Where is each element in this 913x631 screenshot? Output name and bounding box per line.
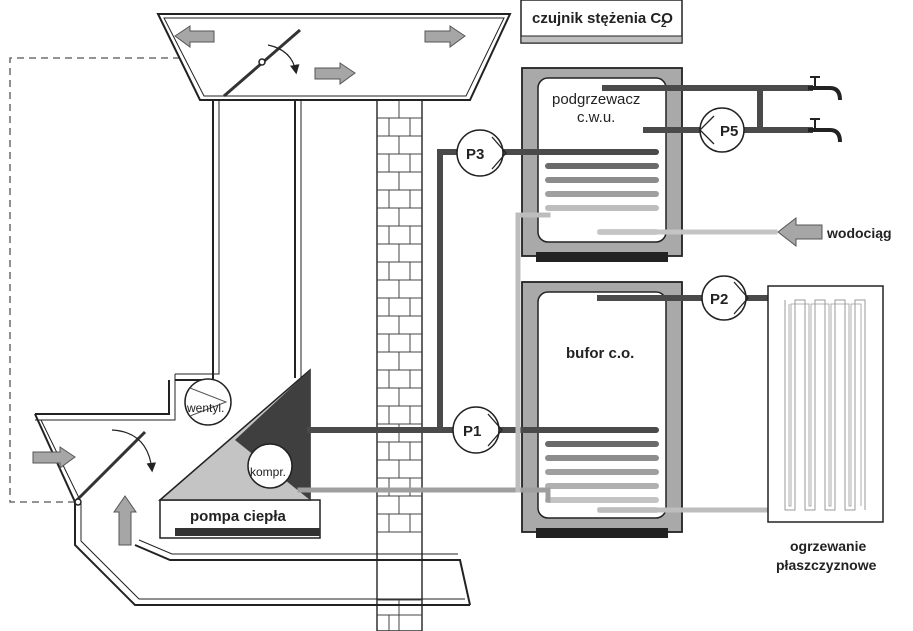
surface-heating-label-line1: ogrzewanie bbox=[790, 538, 866, 554]
co2-sensor-subscript: 2 bbox=[661, 19, 667, 30]
surface-heating-panel bbox=[767, 285, 884, 523]
buffer-tank: bufor c.o. bbox=[521, 281, 683, 538]
buffer-tank-label: bufor c.o. bbox=[566, 345, 634, 362]
tap-lower-icon bbox=[808, 128, 842, 143]
taps bbox=[808, 76, 842, 143]
compressor-label: kompr. bbox=[250, 465, 286, 479]
air-flow-arrows bbox=[32, 25, 466, 546]
heat-pump-supply-pipe bbox=[307, 149, 551, 433]
top-damper bbox=[223, 28, 301, 98]
arrow-left-exhaust-icon bbox=[174, 25, 215, 48]
pump-p5: P5 bbox=[699, 107, 745, 153]
pump-p2: P2 bbox=[701, 275, 749, 321]
return-riser-pipe bbox=[515, 212, 551, 493]
tap-upper-icon bbox=[808, 86, 842, 101]
pump-p2-label: P2 bbox=[710, 291, 728, 308]
co2-sensor-box: czujnik stężenia CO 2 bbox=[520, 0, 683, 44]
arrow-right-supply-icon bbox=[314, 62, 356, 85]
hot-water-coil bbox=[545, 149, 659, 235]
arrow-right-intake-icon bbox=[32, 446, 76, 469]
pump-p3-label: P3 bbox=[466, 146, 484, 163]
fan-label: wentyl. bbox=[186, 401, 224, 415]
hot-water-tank-label-line1: podgrzewacz bbox=[552, 91, 640, 108]
arrow-up-intake-icon bbox=[113, 495, 137, 546]
bottom-damper bbox=[73, 429, 157, 506]
hot-water-tank: podgrzewacz c.w.u. bbox=[521, 67, 683, 262]
heat-pump-unit: pompa ciepła bbox=[157, 368, 321, 539]
heat-pump-label: pompa ciepła bbox=[190, 508, 287, 525]
water-supply-arrow-icon bbox=[777, 216, 823, 248]
pump-p5-label: P5 bbox=[720, 123, 738, 140]
pump-p1: P1 bbox=[452, 406, 503, 454]
arrow-right-exhaust-icon bbox=[424, 25, 466, 48]
control-signal-dashed-line bbox=[9, 57, 180, 503]
fan-symbol: wentyl. bbox=[184, 378, 232, 426]
water-supply-label: wodociąg bbox=[826, 225, 892, 241]
intake-hood bbox=[156, 13, 512, 101]
heat-pump-return-pipe bbox=[297, 487, 551, 503]
pump-p3: P3 bbox=[456, 129, 507, 177]
hot-water-tank-label-line2: c.w.u. bbox=[577, 109, 615, 126]
compressor-symbol: kompr. bbox=[247, 443, 293, 489]
brick-wall bbox=[376, 99, 423, 631]
surface-heating-label-line2: płaszczyznowe bbox=[776, 557, 877, 573]
pump-p1-label: P1 bbox=[463, 423, 481, 440]
buffer-coil bbox=[545, 427, 659, 513]
co2-sensor-label: czujnik stężenia CO bbox=[532, 10, 673, 27]
